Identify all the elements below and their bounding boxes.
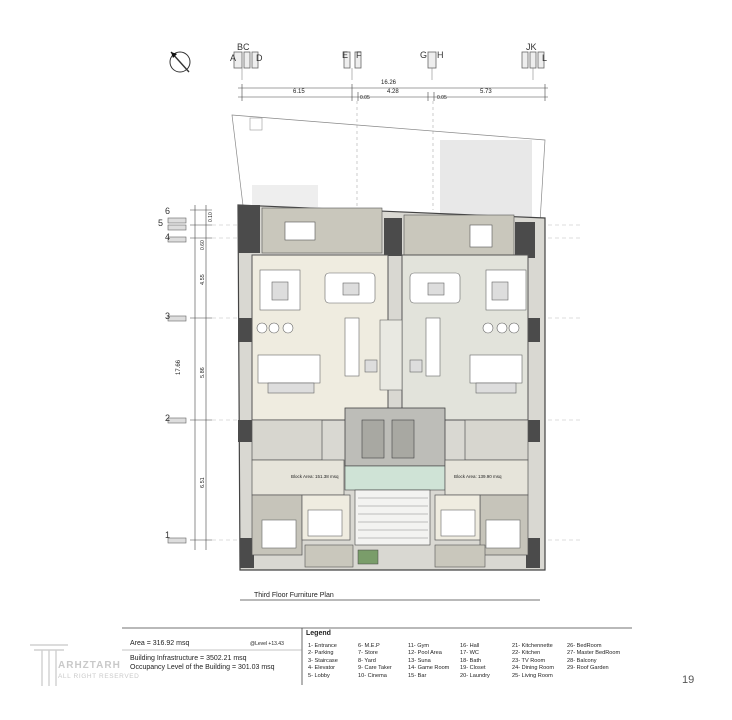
legend-column-6: 26- BedRoom 27- Master BedRoom 28- Balco…: [567, 643, 620, 673]
legend-item: 4- Elevator: [308, 665, 336, 672]
dimension-segment-1: 6.15: [293, 89, 305, 95]
plan-title: Third Floor Furniture Plan: [254, 592, 334, 599]
legend-item: 20- Laundry: [460, 672, 490, 679]
brand-logo-icon: [30, 644, 68, 686]
grid-label-e: E: [342, 50, 349, 60]
legend-item: 22- Kitchen: [512, 650, 541, 657]
block-area-right: Block Area: 139.90 msq: [454, 474, 502, 479]
legend-item: 2- Parking: [308, 650, 334, 657]
dimension-segment-2: 4.28: [387, 89, 399, 95]
legend-item: 26- BedRoom: [567, 643, 602, 649]
legend-item: 8- Yard: [358, 657, 376, 664]
grid-label-row-1: 1: [165, 530, 171, 540]
grid-label-row-2: 2: [165, 413, 171, 423]
grid-label-jk: JK: [526, 42, 537, 52]
legend-item: 9- Care Taker: [358, 665, 392, 672]
legend-item: 18- Bath: [460, 657, 482, 664]
legend-item: 14- Game Room: [408, 665, 450, 672]
legend-item: 13- Suna: [408, 657, 431, 664]
legend-item: 21- Kitchennette: [512, 643, 553, 649]
infrastructure-value: Building Infrastructure = 3502.21 msq: [130, 655, 247, 662]
grid-label-row-5: 5: [158, 218, 164, 228]
legend-item: 15- Bar: [408, 672, 427, 679]
legend-item: 27- Master BedRoom: [567, 650, 621, 657]
legend-item: 11- Gym: [408, 643, 430, 649]
grid-label-h: H: [437, 50, 444, 60]
legend-column-1: 1- Entrance 2- Parking 3- Staircase 4- E…: [308, 643, 338, 680]
dimension-total: 16.26: [381, 80, 397, 86]
legend-item: 24- Dining Room: [512, 665, 554, 672]
dimension-gap-2: 0.05: [437, 95, 447, 101]
legend-column-5: 21- Kitchennette 22- Kitchen 23- TV Room…: [512, 643, 554, 680]
north-arrow-icon: [169, 51, 191, 73]
grid-label-row-4: 4: [165, 232, 171, 242]
legend-item: 16- Hall: [460, 643, 480, 649]
grid-label-row-3: 3: [165, 311, 171, 321]
legend-title: Legend: [306, 630, 331, 637]
dimension-vertical-small-1: 0.10: [208, 212, 214, 222]
grid-label-bc: BC: [237, 42, 250, 52]
legend-item: 1- Entrance: [308, 643, 337, 649]
legend-item: 10- Cinema: [358, 672, 387, 679]
grid-label-f: F: [356, 50, 362, 60]
grid-label-g: G: [420, 50, 428, 60]
legend-item: 29- Roof Garden: [567, 665, 609, 672]
brand-tagline: ALL RIGHT RESERVED: [58, 673, 140, 680]
area-value: Area = 316.92 msq: [130, 640, 190, 647]
dimension-segment-3: 5.73: [480, 89, 492, 95]
legend-item: 7- Store: [358, 650, 378, 657]
legend-column-4: 16- Hall 17- WC 18- Bath 19- Closet 20- …: [460, 643, 490, 680]
legend-item: 6- M.E.P: [358, 643, 380, 649]
legend-item: 5- Lobby: [308, 672, 330, 679]
brand-name: ARHZTARH: [58, 660, 121, 671]
dimension-vertical-3: 6.51: [200, 477, 206, 488]
page-number: 19: [682, 674, 695, 686]
dimension-vertical-total: 17.66: [176, 359, 182, 375]
occupancy-value: Occupancy Level of the Building = 301.03…: [130, 664, 275, 671]
dimension-vertical-1: 4.55: [200, 274, 206, 285]
block-area-left: Block Area: 151.38 msq: [291, 474, 339, 479]
grid-label-a: A: [230, 53, 237, 63]
legend-column-3: 11- Gym 12- Pool Area 13- Suna 14- Game …: [408, 643, 449, 680]
legend-column-2: 6- M.E.P 7- Store 8- Yard 9- Care Taker …: [358, 643, 392, 680]
legend-item: 17- WC: [460, 650, 479, 657]
legend-item: 25- Living Room: [512, 672, 553, 679]
dimension-gap-1: 0.05: [360, 95, 370, 101]
grid-label-d: D: [256, 53, 263, 63]
legend-item: 28- Balcony: [567, 657, 597, 664]
dimension-vertical-2: 5.86: [200, 367, 206, 378]
level-value: @Level +13.43: [250, 641, 284, 647]
grid-label-row-6: 6: [165, 206, 171, 216]
grid-label-l: L: [542, 53, 548, 63]
legend-item: 19- Closet: [460, 665, 486, 672]
legend-item: 3- Staircase: [308, 657, 338, 664]
legend-item: 12- Pool Area: [408, 650, 442, 657]
dimension-vertical-small-2: 0.60: [200, 240, 206, 250]
legend-item: 23- TV Room: [512, 657, 546, 664]
